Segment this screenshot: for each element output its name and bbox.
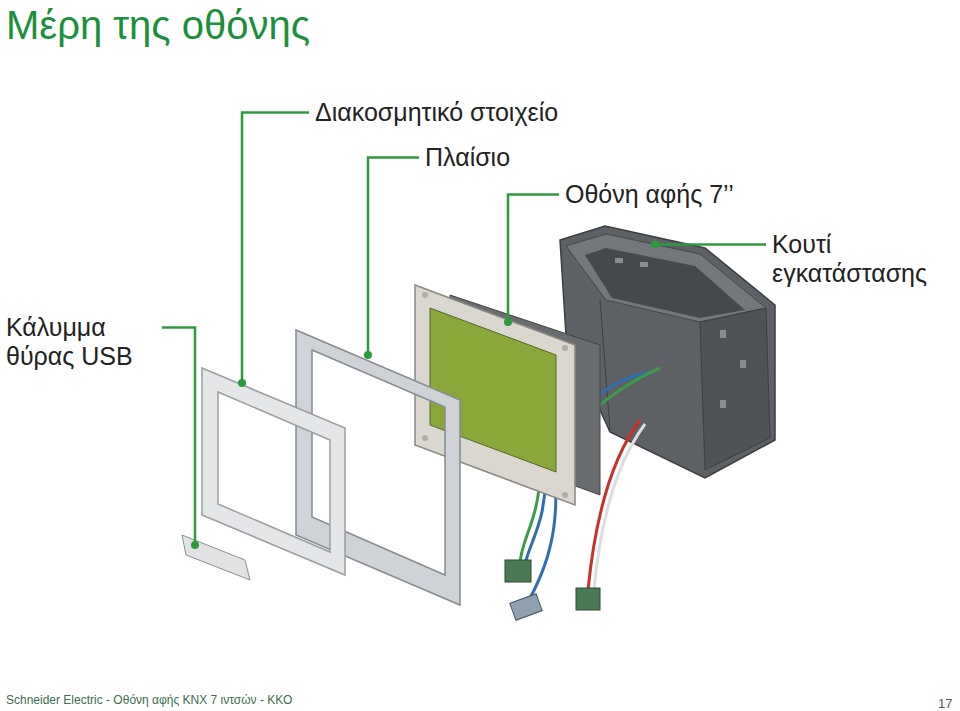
box-side <box>700 308 770 470</box>
decorative-element <box>202 368 345 575</box>
part-label: Κουτί εγκατάστασης <box>772 230 954 288</box>
slide-title: Μέρη της οθόνης <box>6 2 310 48</box>
part-label: Πλαίσιο <box>425 143 510 172</box>
part-label: Διακοσμητικό στοιχείο <box>315 98 558 127</box>
leader-dot <box>504 318 512 326</box>
leader-dot <box>364 351 372 359</box>
leader-line <box>368 157 419 355</box>
usb-cover <box>182 535 250 580</box>
box-edge <box>600 300 610 430</box>
leader-line <box>162 327 195 545</box>
part-label: Κάλυμμα θύρας USB <box>6 313 156 371</box>
rj45-plug <box>510 594 542 620</box>
wire-blue <box>528 480 556 602</box>
box-cavity <box>585 248 745 318</box>
box-knockouts <box>615 258 746 408</box>
footer-text: Schneider Electric - Οθόνη αφής KNX 7 ιν… <box>6 694 292 708</box>
part-label: Οθόνη αφής 7’’ <box>565 180 734 209</box>
box-rim <box>566 234 766 322</box>
terminal-connector <box>505 560 531 582</box>
leader-line <box>242 112 309 383</box>
page-number: 17 <box>938 697 952 711</box>
terminal-connector <box>576 588 600 610</box>
leader-dot <box>651 240 659 248</box>
leader-line <box>655 243 766 246</box>
leader-line <box>508 194 559 322</box>
leader-dot <box>238 379 246 387</box>
leader-dot <box>191 541 199 549</box>
wire-white <box>594 424 645 590</box>
connectors <box>505 560 600 620</box>
